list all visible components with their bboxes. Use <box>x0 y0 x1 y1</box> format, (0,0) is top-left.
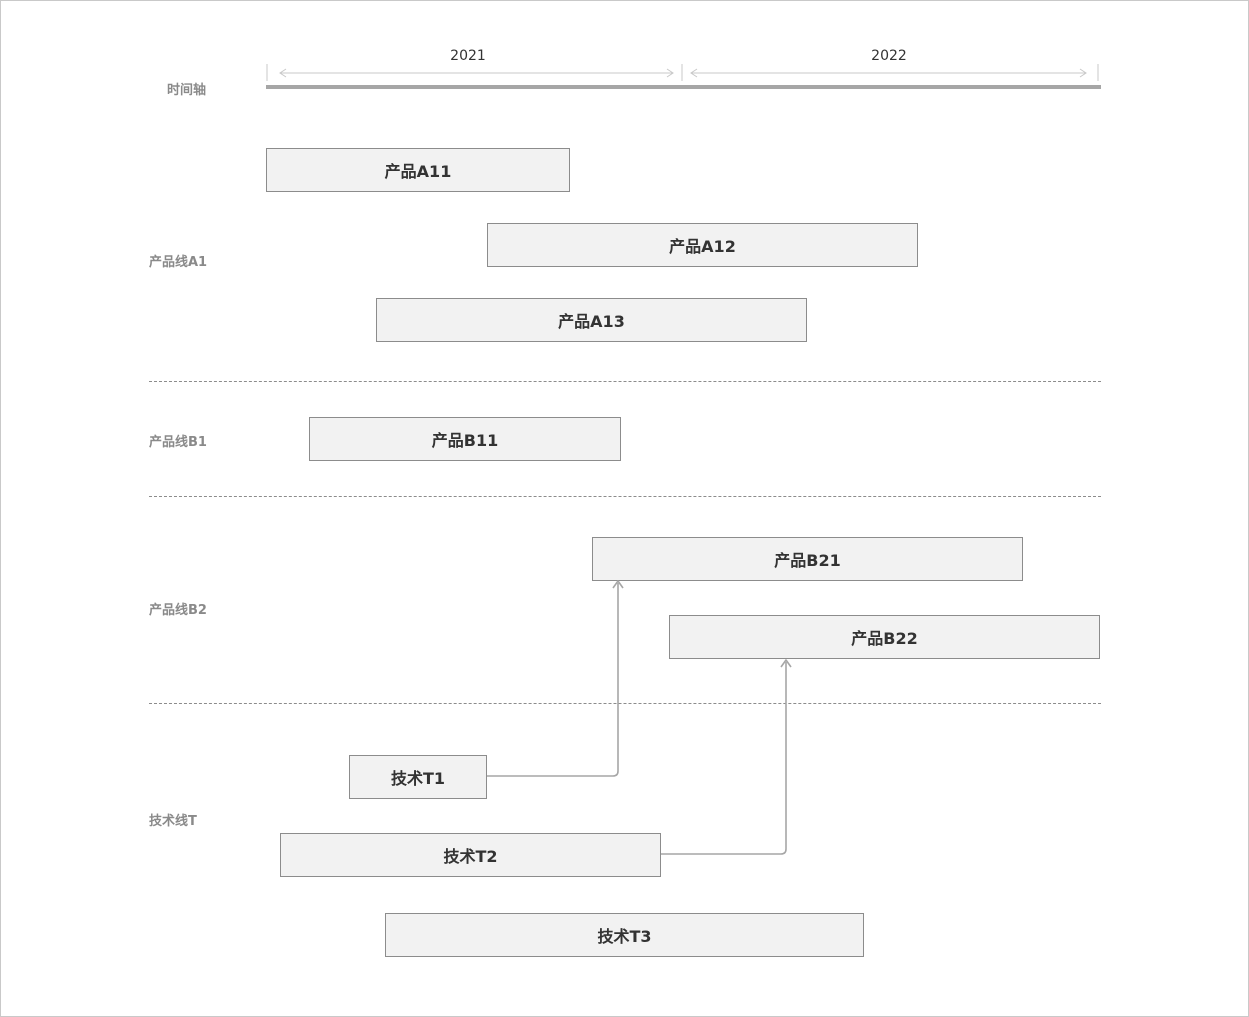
task-product-a12[interactable]: 产品A12 <box>487 223 918 267</box>
row-label-product-line-a1: 产品线A1 <box>149 255 208 270</box>
year-label-2021: 2021 <box>450 48 486 64</box>
task-product-a11[interactable]: 产品A11 <box>266 148 570 192</box>
task-tech-t1[interactable]: 技术T1 <box>349 755 487 799</box>
row-label-product-line-b2: 产品线B2 <box>149 603 207 618</box>
row-label-product-line-b1: 产品线B1 <box>149 435 207 450</box>
row-separator <box>149 381 1101 382</box>
task-product-b11[interactable]: 产品B11 <box>309 417 621 461</box>
row-separator <box>149 703 1101 704</box>
timeline-label: 时间轴 <box>167 83 207 98</box>
arrowhead-b21 <box>612 580 624 589</box>
row-separator <box>149 496 1101 497</box>
arrowhead-b22 <box>780 659 792 668</box>
timeline-axis-bar <box>266 85 1101 89</box>
year-label-2022: 2022 <box>871 48 907 64</box>
task-tech-t3[interactable]: 技术T3 <box>385 913 864 957</box>
row-label-tech-line-t: 技术线T <box>149 814 197 829</box>
task-product-a13[interactable]: 产品A13 <box>376 298 807 342</box>
connector-t1-to-b21 <box>487 583 619 777</box>
task-product-b21[interactable]: 产品B21 <box>592 537 1023 581</box>
task-tech-t2[interactable]: 技术T2 <box>280 833 661 877</box>
connector-t2-to-b22 <box>661 662 787 855</box>
task-product-b22[interactable]: 产品B22 <box>669 615 1100 659</box>
